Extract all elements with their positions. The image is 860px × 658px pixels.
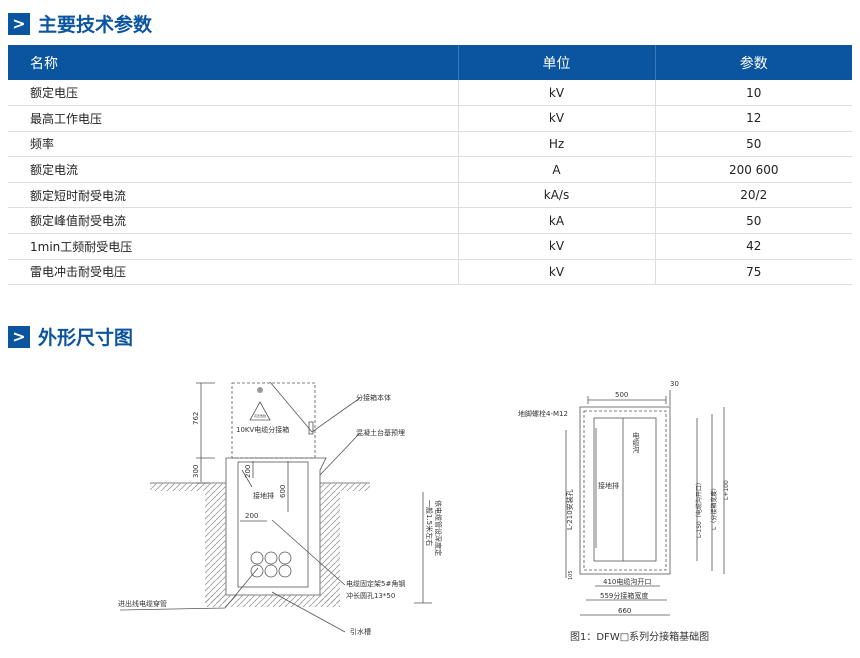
cell-name: 额定峰值耐受电流 — [8, 207, 458, 235]
header-value: 参数 — [654, 45, 852, 80]
drawing-label: 进出线电缆穿管 — [118, 599, 167, 608]
cell-unit: kA/s — [457, 182, 655, 209]
cell-unit: kV — [457, 233, 655, 260]
foundation-drawing: 500 30 地脚螺栓4-M12 电缆沟 接地排 L-210安装孔 105 L-… — [518, 380, 730, 643]
drawing-label: 200 — [244, 465, 252, 478]
drawing-label: 762 — [192, 412, 200, 425]
cell-value: 20/2 — [654, 182, 852, 209]
cell-value: 75 — [654, 259, 852, 286]
drawing-label: 图1：DFW□系列分接箱基础图 — [570, 630, 709, 643]
cell-name: 额定电流 — [8, 156, 458, 183]
drawing-label: L（分接箱宽度） — [710, 485, 718, 530]
drawing-label: 10KV电缆分接箱 — [236, 425, 289, 434]
drawing-label: 依电缆管设深度定 — [434, 500, 443, 556]
drawing-label: 电缆沟 — [632, 431, 640, 454]
drawing-label: 接地排 — [598, 481, 619, 490]
cell-value: 42 — [654, 233, 852, 260]
drawing-label: 一般1.5米左右 — [425, 500, 434, 546]
header-unit: 单位 — [457, 45, 655, 80]
drawing-label: L-210安装孔 — [565, 489, 574, 530]
cell-name: 1min工频耐受电压 — [8, 233, 458, 260]
drawing-label: 660 — [618, 607, 631, 615]
header-name: 名称 — [8, 45, 458, 80]
drawing-label: 混凝土台基预埋 — [356, 428, 405, 437]
drawing-label: 30 — [670, 380, 679, 388]
drawing-label: 559分接箱宽度 — [600, 591, 648, 600]
cell-unit: A — [457, 156, 655, 183]
drawing-label: 105 — [568, 570, 574, 580]
drawing-label: 600 — [279, 485, 287, 498]
drawing-label: 地脚螺栓4-M12 — [518, 409, 568, 418]
drawing-label: 接地排 — [253, 491, 274, 500]
cell-name: 最高工作电压 — [8, 105, 458, 132]
drawing-label: 电缆固定架5#角钢 — [346, 579, 405, 588]
drawing-label: 分接箱本体 — [356, 393, 391, 402]
drawing-label: 高压危险 — [254, 413, 266, 418]
cell-unit: kA — [457, 207, 655, 235]
cell-value: 200 600 — [654, 156, 852, 183]
cell-name: 频率 — [8, 131, 458, 158]
cell-unit: kV — [457, 259, 655, 286]
drawing-label: 500 — [615, 391, 628, 399]
drawing-label: L-150（电缆沟开口） — [695, 479, 703, 538]
cell-unit: Hz — [457, 131, 655, 158]
cell-value: 10 — [654, 80, 852, 107]
cell-value: 50 — [654, 131, 852, 158]
installation-drawing: 762 300 200 600 200 10KV电缆分接箱 高压危险 分接箱本体… — [118, 381, 443, 636]
cell-unit: kV — [457, 80, 655, 107]
cell-name: 额定短时耐受电流 — [8, 182, 458, 209]
cell-name: 额定电压 — [8, 80, 458, 107]
cell-value: 50 — [654, 207, 852, 235]
section-title-dimensions: > 外形尺寸图 — [8, 323, 133, 350]
drawing-label: 200 — [245, 512, 258, 520]
cell-name: 雷电冲击耐受电压 — [8, 259, 458, 286]
drawing-label: 300 — [192, 465, 200, 478]
dimension-drawings: 762 300 200 600 200 10KV电缆分接箱 高压危险 分接箱本体… — [118, 380, 730, 643]
drawing-label: 冲长圆孔13*50 — [346, 591, 395, 600]
chevron-right-icon: > — [8, 12, 30, 35]
drawing-label: 引水槽 — [350, 627, 371, 636]
cell-value: 12 — [654, 105, 852, 132]
drawing-label: L+100 — [723, 480, 730, 500]
chevron-right-icon: > — [8, 325, 30, 348]
cell-unit: kV — [457, 105, 655, 132]
section-title-tech-params: > 主要技术参数 — [8, 10, 152, 37]
drawing-label: 410电缆沟开口 — [603, 577, 651, 586]
